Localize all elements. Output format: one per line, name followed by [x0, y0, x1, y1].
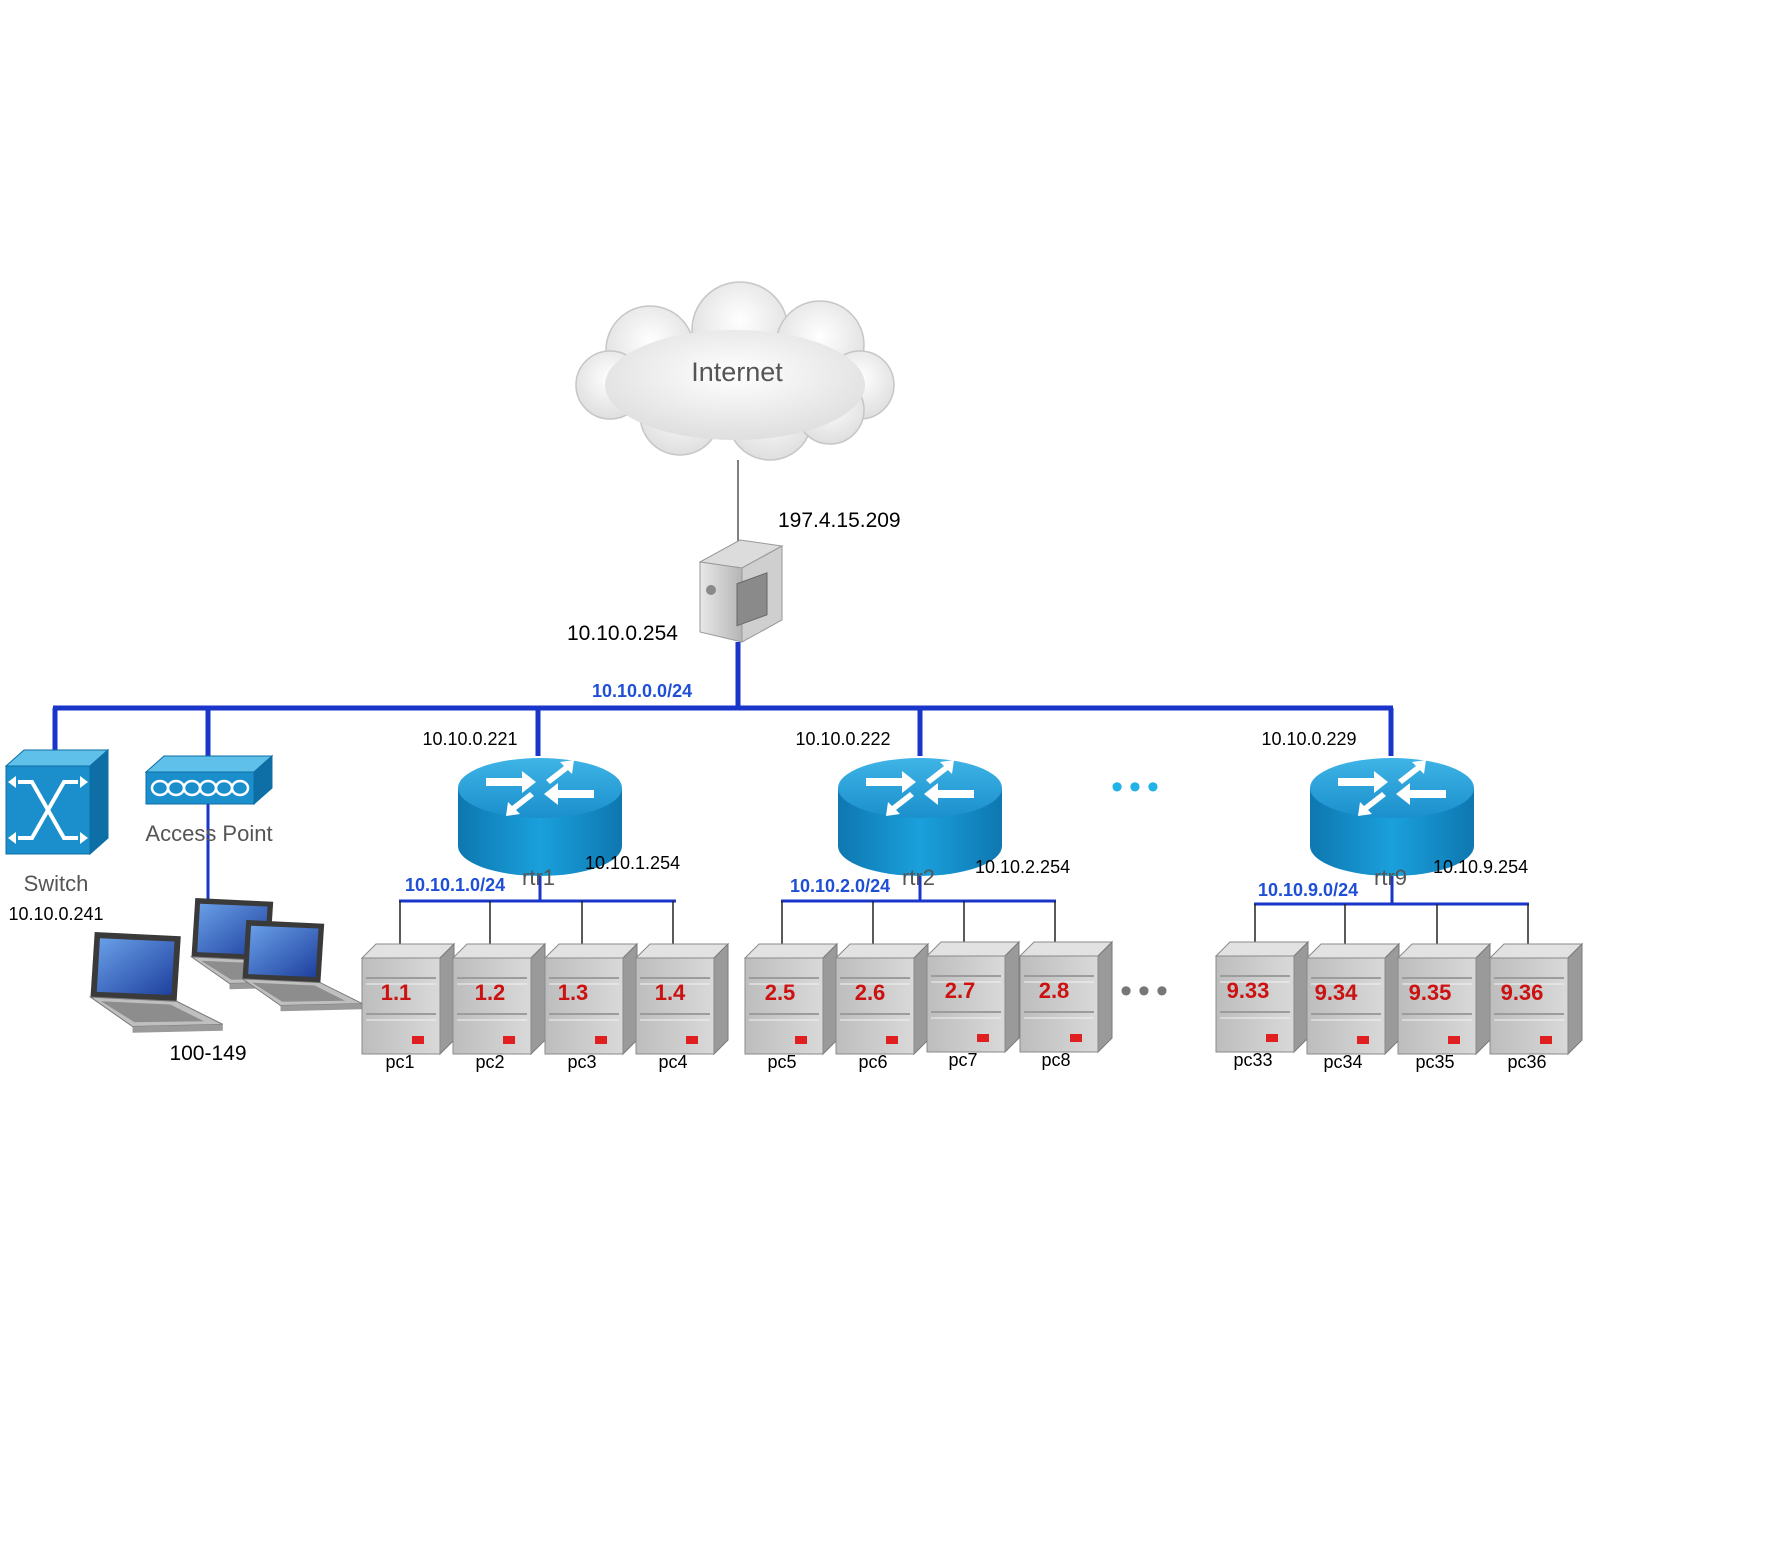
pc-name: pc34: [1323, 1052, 1362, 1072]
switch-icon: [4, 748, 110, 856]
pc-pc7: 2.7 pc7: [926, 941, 1020, 1070]
pc-name: pc35: [1415, 1052, 1454, 1072]
cloud-icon: [575, 281, 895, 461]
pc-name: pc36: [1507, 1052, 1546, 1072]
server-tower-icon: [698, 539, 784, 643]
router-name: rtr1: [522, 865, 555, 890]
rtr2-pcs: 2.5 pc5 2.6 pc6 2.7 pc7 2.8 pc8: [744, 941, 1113, 1072]
router-subnet: 10.10.1.0/24: [405, 875, 505, 895]
pc-number: 9.35: [1409, 980, 1452, 1005]
pc-name: pc33: [1233, 1050, 1272, 1070]
pc-pc8: 2.8 pc8: [1019, 941, 1113, 1070]
router-rtr1: 10.10.0.221 10.10.1.254 rtr1 10.10.1.0/2…: [405, 729, 680, 895]
pc-pc34: 9.34 pc34: [1306, 943, 1400, 1072]
cloud-label: Internet: [691, 357, 783, 387]
pc-number: 9.36: [1501, 980, 1544, 1005]
pc-pc36: 9.36 pc36: [1489, 943, 1583, 1072]
pc-number: 2.8: [1039, 978, 1070, 1003]
pc-pc2: 1.2 pc2: [452, 943, 546, 1072]
laptop-range-label: 100-149: [169, 1042, 246, 1065]
laptop-icon: [242, 919, 363, 1012]
pc-name: pc5: [767, 1052, 796, 1072]
access-point: Access Point: [144, 754, 274, 846]
pc-pc1: 1.1 pc1: [361, 943, 455, 1072]
router-wan-ip: 10.10.0.221: [422, 729, 517, 749]
access-point-name: Access Point: [145, 821, 272, 846]
pc-name: pc3: [567, 1052, 596, 1072]
pc-name: pc2: [475, 1052, 504, 1072]
pc-number: 2.7: [945, 978, 976, 1003]
router-rtr9: 10.10.0.229 10.10.9.254 rtr9 10.10.9.0/2…: [1258, 729, 1528, 900]
internet-cloud: Internet: [575, 281, 895, 461]
pc-pc3: 1.3 pc3: [544, 943, 638, 1072]
router-subnet: 10.10.9.0/24: [1258, 880, 1358, 900]
rtr1-pcs: 1.1 pc1 1.2 pc2 1.3 pc3 1.4 pc4: [361, 943, 729, 1072]
pc-number: 2.5: [765, 980, 796, 1005]
pc-number: 1.3: [558, 980, 589, 1005]
routers-ellipsis: •••: [1111, 768, 1165, 806]
pc-number: 2.6: [855, 980, 886, 1005]
router-wan-ip: 10.10.0.229: [1261, 729, 1356, 749]
gateway-lan-ip: 10.10.0.254: [567, 622, 678, 645]
pc-pc35: 9.35 pc35: [1397, 943, 1491, 1072]
gateway: 197.4.15.209 10.10.0.254: [567, 509, 901, 645]
pc-pc6: 2.6 pc6: [835, 943, 929, 1072]
router-subnet: 10.10.2.0/24: [790, 876, 890, 896]
router-rtr2: 10.10.0.222 10.10.2.254 rtr2 10.10.2.0/2…: [790, 729, 1070, 896]
router-lan-ip: 10.10.9.254: [1433, 857, 1528, 877]
pcs-ellipsis: •••: [1120, 972, 1174, 1010]
router-lan-ip: 10.10.2.254: [975, 857, 1070, 877]
pc-name: pc1: [385, 1052, 414, 1072]
pc-number: 1.1: [381, 980, 412, 1005]
pc-name: pc6: [858, 1052, 887, 1072]
backbone-subnet-label: 10.10.0.0/24: [592, 681, 692, 701]
switch: Switch 10.10.0.241: [4, 748, 110, 924]
gateway-wan-ip: 197.4.15.209: [778, 509, 901, 532]
switch-ip: 10.10.0.241: [8, 904, 103, 924]
pc-number: 1.4: [655, 980, 686, 1005]
router-wan-ip: 10.10.0.222: [795, 729, 890, 749]
router-lan-ip: 10.10.1.254: [585, 853, 680, 873]
router-name: rtr9: [1374, 865, 1407, 890]
switch-name: Switch: [24, 871, 89, 896]
pc-number: 9.33: [1227, 978, 1270, 1003]
pc-number: 1.2: [475, 980, 506, 1005]
pc-name: pc4: [658, 1052, 687, 1072]
pc-name: pc7: [948, 1050, 977, 1070]
access-point-icon: [144, 754, 274, 806]
laptop-group: 100-149: [89, 897, 363, 1065]
router-name: rtr2: [902, 865, 935, 890]
links: [52, 460, 1529, 946]
pc-pc33: 9.33 pc33: [1215, 941, 1309, 1070]
pc-number: 9.34: [1315, 980, 1359, 1005]
pc-name: pc8: [1041, 1050, 1070, 1070]
rtr9-pcs: 9.33 pc33 9.34 pc34 9.35 pc35 9.36 pc36: [1215, 941, 1583, 1072]
pc-pc5: 2.5 pc5: [744, 943, 838, 1072]
pc-pc4: 1.4 pc4: [635, 943, 729, 1072]
